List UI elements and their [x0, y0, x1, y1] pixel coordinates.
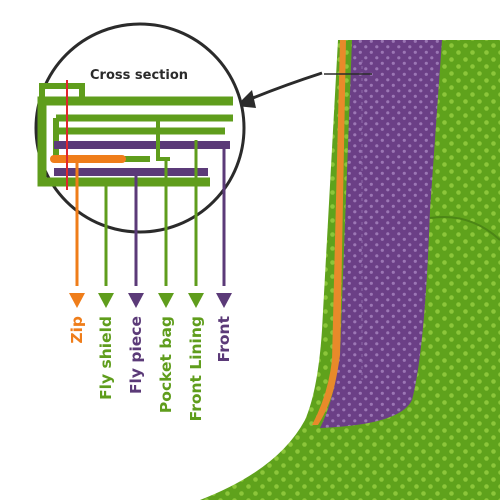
pointer-arrow	[247, 71, 323, 102]
arrow-fly-shield	[98, 293, 114, 308]
pocket-opening-line	[429, 216, 500, 241]
label-zip: Zip	[68, 316, 86, 344]
fly-piece-fabric	[320, 40, 442, 428]
arrow-pocket-bag	[158, 293, 174, 308]
zip-edge-strip	[312, 40, 346, 425]
arrow-fly-piece	[128, 293, 144, 308]
label-fly-piece: Fly piece	[127, 316, 145, 394]
arrow-zip	[69, 293, 85, 308]
label-pocket-bag: Pocket bag	[157, 316, 175, 413]
layer-top-loop	[39, 83, 85, 101]
layer-outer-green	[37, 96, 233, 187]
arrow-front	[216, 293, 232, 308]
diagram-title: Cross section	[90, 68, 188, 83]
arrow-front-lining	[188, 293, 204, 308]
label-front-lining: Front Lining	[187, 316, 205, 421]
label-fly-shield: Fly shield	[97, 316, 115, 400]
label-front: Front	[215, 315, 233, 362]
